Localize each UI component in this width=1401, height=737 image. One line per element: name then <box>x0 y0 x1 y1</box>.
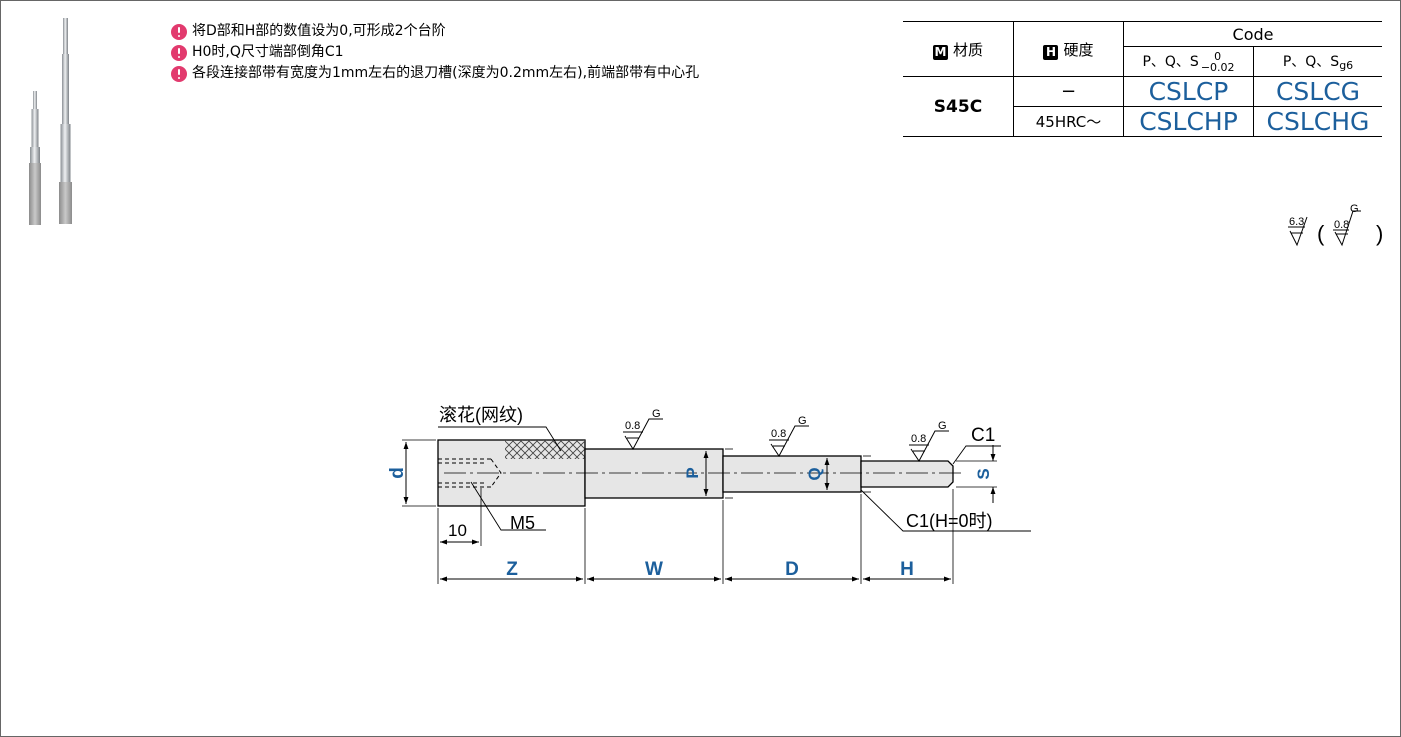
finish-value: 0.8 <box>771 428 786 440</box>
dimension-q: Q <box>805 467 824 480</box>
dimension-dd: D <box>785 559 799 580</box>
dimension-h: H <box>900 559 914 580</box>
finish-grade: G <box>938 420 947 432</box>
hardness-value: 45HRC～ <box>1013 106 1124 137</box>
dimension-lines <box>403 442 996 582</box>
finish-grade: G <box>652 408 661 420</box>
section-s <box>860 460 954 488</box>
surface-roughness-symbol: 6.3 ( 0.8 G ) <box>1288 203 1383 247</box>
dimension-s: S <box>974 468 993 479</box>
pin-long <box>59 18 72 224</box>
material-badge-icon: M <box>932 44 948 60</box>
code-value: CSLCHP <box>1123 106 1254 137</box>
leader-lines <box>438 426 1031 532</box>
threaded-hole <box>438 458 502 488</box>
chamfer-label: C1 <box>971 425 995 446</box>
roughness-grade: G <box>1350 203 1359 215</box>
chamfer-h0-label: C1(H=0时) <box>906 511 993 531</box>
finish-value: 0.8 <box>625 420 640 432</box>
exclamation-icon <box>171 23 187 40</box>
table-row: 45HRC～ CSLCHP CSLCHG <box>903 106 1382 137</box>
note-item: 将D部和H部的数值设为0,可形成2个台阶 <box>171 21 699 42</box>
code-value: CSLCP <box>1123 76 1254 107</box>
dimension-d: d <box>387 467 408 479</box>
notes-list: 将D部和H部的数值设为0,可形成2个台阶 H0时,Q尺寸端部倒角C1 各段连接部… <box>171 21 699 84</box>
dimension-w: W <box>645 559 663 580</box>
note-text: 各段连接部带有宽度为1mm左右的退刀槽(深度为0.2mm左右),前端部带有中心孔 <box>192 65 700 81</box>
hardness-badge-icon: H <box>1043 44 1059 60</box>
roughness-close-paren: ) <box>1376 221 1383 246</box>
sub-header-tolerance: P、Q、S 0 −0.02 <box>1123 46 1254 77</box>
note-item: H0时,Q尺寸端部倒角C1 <box>171 42 699 63</box>
sub-header-1-label: P、Q、S <box>1142 53 1199 70</box>
note-text: H0时,Q尺寸端部倒角C1 <box>192 44 344 60</box>
roughness-open-paren: ( <box>1317 221 1325 246</box>
sub-header-2-sub: g6 <box>1339 59 1354 72</box>
table-row: S45C − CSLCP CSLCG <box>903 76 1382 137</box>
section-p <box>584 448 724 499</box>
product-photo <box>29 18 72 225</box>
sub-header-2-label: P、Q、S <box>1282 54 1340 70</box>
finish-value: 0.8 <box>911 433 926 445</box>
hardness-header: 硬度 <box>1063 40 1094 59</box>
roughness-main-value: 6.3 <box>1289 216 1304 228</box>
material-header: 材质 <box>952 40 983 59</box>
code-value: CSLCHG <box>1253 106 1382 137</box>
material-value: S45C <box>903 76 1014 137</box>
knurl-label: 滚花(网纹) <box>439 405 523 425</box>
exclamation-icon <box>171 44 187 61</box>
knurl-pattern <box>505 440 585 459</box>
hardness-value: − <box>1013 76 1124 107</box>
tolerance-upper: 0 <box>1214 49 1222 63</box>
finish-grade: G <box>798 415 807 427</box>
section-q <box>722 455 862 493</box>
code-value: CSLCG <box>1253 76 1382 107</box>
finish-symbol-s: 0.8 G <box>909 420 949 462</box>
note-item: 各段连接部带有宽度为1mm左右的退刀槽(深度为0.2mm左右),前端部带有中心孔 <box>171 63 699 84</box>
roughness-paren-value: 0.8 <box>1334 219 1349 231</box>
dimension-p: P <box>683 467 702 478</box>
pin-short <box>29 91 41 225</box>
exclamation-icon <box>171 65 187 82</box>
code-header: Code <box>1123 21 1382 47</box>
sub-header-g6: P、Q、Sg6 <box>1254 47 1383 77</box>
finish-symbol-q: 0.8 G <box>769 415 809 457</box>
note-text: 将D部和H部的数值设为0,可形成2个台阶 <box>192 23 446 39</box>
dimension-z: Z <box>506 559 518 580</box>
dimension-10: 10 <box>448 521 467 540</box>
thread-label: M5 <box>510 513 535 533</box>
tolerance-lower: −0.02 <box>1200 60 1235 74</box>
finish-symbol-p: 0.8 G <box>623 408 663 451</box>
